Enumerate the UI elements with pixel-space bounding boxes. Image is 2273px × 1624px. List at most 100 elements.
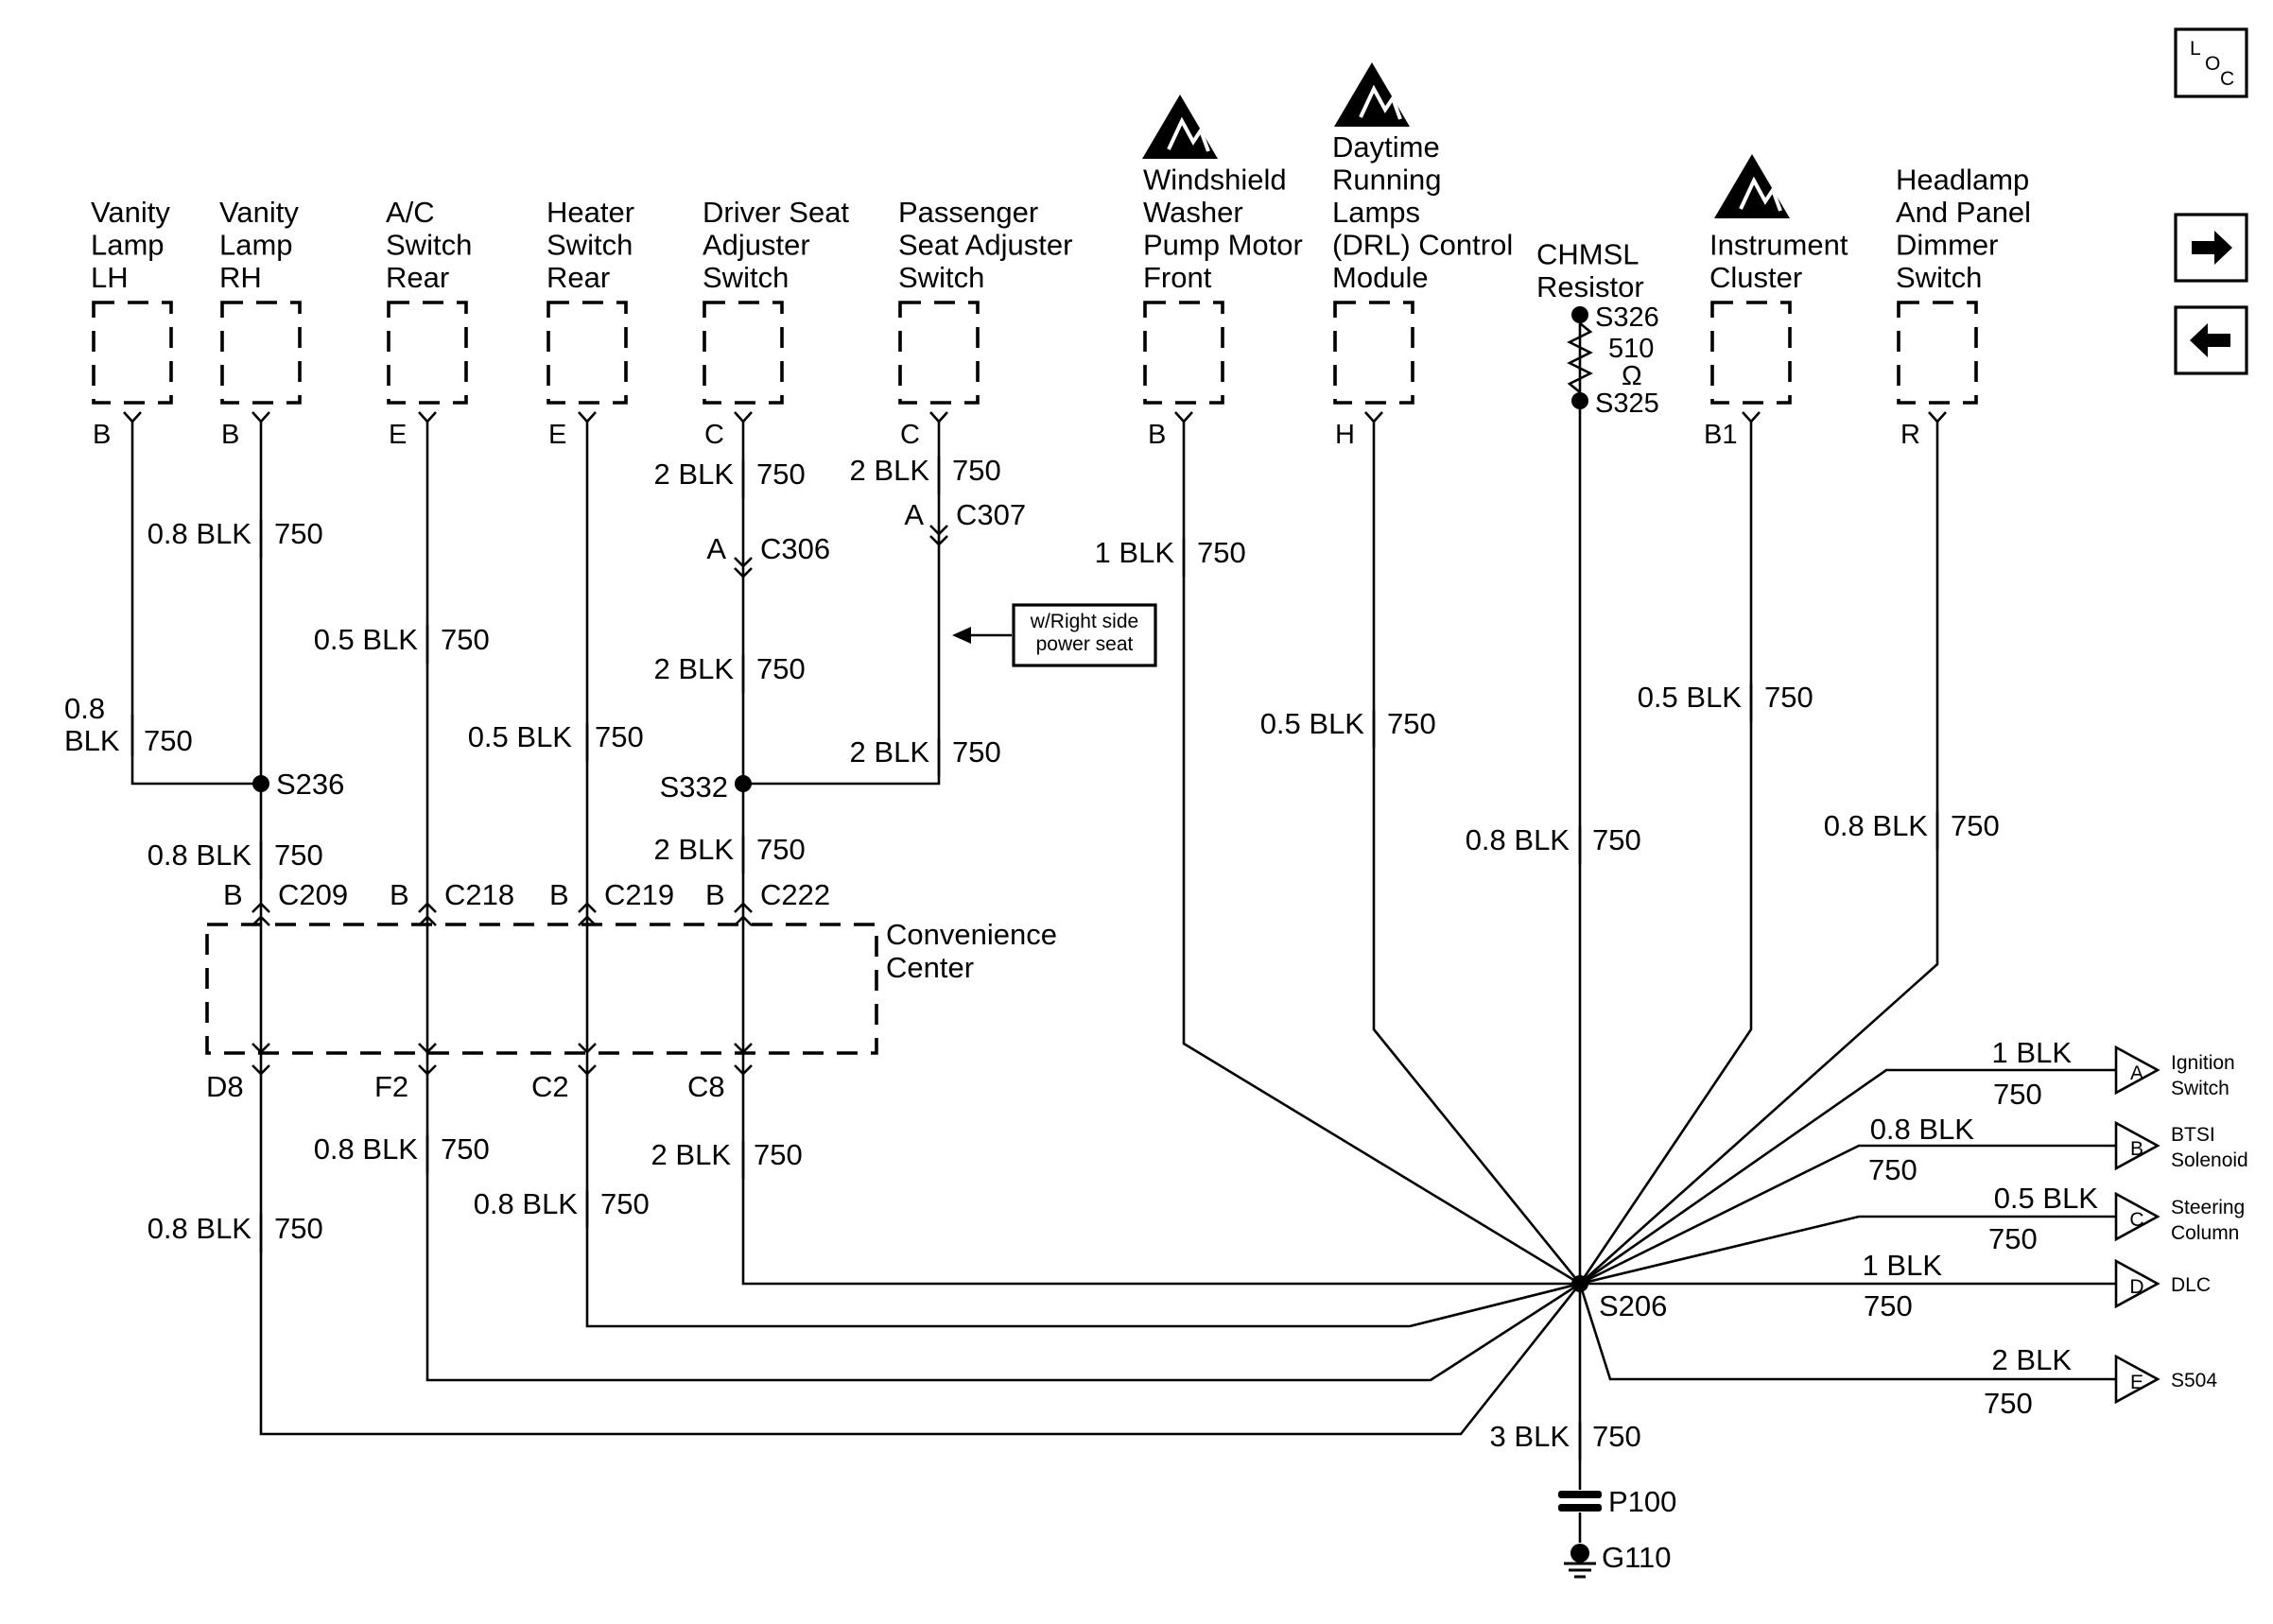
ground-connector-p100: [1558, 1491, 1602, 1512]
svg-text:0.5 BLK: 0.5 BLK: [1994, 1182, 2099, 1215]
svg-text:E: E: [2130, 1372, 2143, 1393]
svg-text:750: 750: [600, 1187, 650, 1220]
prev-page-button[interactable]: [2174, 305, 2248, 375]
svg-text:Steering: Steering: [2171, 1197, 2245, 1218]
component-label-drl-module: Daytime: [1332, 130, 1440, 164]
component-label-vanity-rh: Vanity: [219, 196, 299, 229]
svg-text:750: 750: [441, 1132, 490, 1166]
svg-text:A: A: [2130, 1063, 2143, 1084]
connector-c306-label: C306: [760, 532, 830, 565]
component-label-heater-switch: Switch: [547, 229, 633, 262]
svg-text:0.8 BLK: 0.8 BLK: [474, 1187, 579, 1220]
svg-text:B: B: [2130, 1138, 2143, 1160]
component-label-chmsl: Resistor: [1536, 270, 1644, 303]
component-label-dimmer: Dimmer: [1896, 229, 1999, 262]
svg-text:750: 750: [756, 833, 806, 866]
svg-text:0.5 BLK: 0.5 BLK: [314, 623, 419, 656]
svg-text:0.8 BLK: 0.8 BLK: [1870, 1113, 1975, 1146]
component-label-cluster: Instrument: [1709, 229, 1848, 262]
svg-text:3 BLK: 3 BLK: [1490, 1420, 1570, 1453]
svg-text:2 BLK: 2 BLK: [654, 458, 735, 491]
component-label-washer-pump: Windshield: [1143, 164, 1287, 197]
inline-connector-marks: [734, 525, 948, 579]
arrow-right-icon: [2192, 231, 2232, 265]
svg-text:D: D: [2129, 1276, 2143, 1298]
splice-s206-label: S206: [1599, 1289, 1667, 1322]
output-labels: 1 BLK 750 A Ignition Switch 0.8 BLK 750 …: [1863, 1036, 2248, 1420]
svg-text:BTSI: BTSI: [2171, 1124, 2215, 1146]
svg-text:C: C: [704, 420, 724, 450]
component-pin-labels: B B E E C C B H B1 R: [93, 420, 1920, 450]
component-label-ac-switch: Rear: [386, 261, 449, 294]
svg-text:C: C: [900, 420, 920, 450]
component-label-passenger-seat: Seat Adjuster: [898, 229, 1072, 262]
component-label-heater-switch: Heater: [547, 196, 634, 229]
svg-text:0.5 BLK: 0.5 BLK: [1260, 707, 1365, 740]
svg-text:750: 750: [1197, 536, 1246, 569]
svg-text:BLK: BLK: [64, 724, 120, 757]
component-label-dimmer: Switch: [1896, 261, 1982, 294]
svg-text:2 BLK: 2 BLK: [651, 1138, 732, 1171]
esd-warning-icon: [1142, 95, 1218, 159]
output-terminals: [2114, 1045, 2160, 1405]
component-label-driver-seat: Switch: [703, 261, 789, 294]
component-label-vanity-lh: LH: [91, 261, 129, 294]
component-label-washer-pump: Front: [1143, 261, 1212, 294]
svg-text:B: B: [390, 878, 409, 911]
resistor-symbol: [1567, 321, 1593, 394]
connector-c306-pin: A: [706, 532, 726, 565]
svg-text:750: 750: [952, 735, 1001, 769]
loc-button[interactable]: L O C: [2174, 27, 2248, 98]
svg-text:750: 750: [756, 458, 806, 491]
svg-text:B: B: [705, 878, 725, 911]
svg-text:0.8 BLK: 0.8 BLK: [1824, 809, 1929, 842]
svg-text:750: 750: [1592, 1420, 1641, 1453]
ground-connector-label: P100: [1608, 1485, 1676, 1518]
convenience-center-label: Convenience: [886, 918, 1057, 951]
splice-s326: [1571, 306, 1588, 323]
svg-text:0.8 BLK: 0.8 BLK: [147, 838, 252, 872]
svg-text:1 BLK: 1 BLK: [1992, 1036, 2073, 1069]
component-label-heater-switch: Rear: [547, 261, 610, 294]
svg-text:H: H: [1335, 420, 1355, 450]
svg-text:R: R: [1900, 420, 1920, 450]
component-label-ac-switch: A/C: [386, 196, 435, 229]
svg-text:DLC: DLC: [2171, 1274, 2211, 1296]
component-label-drl-module: Running: [1332, 164, 1441, 197]
svg-text:1 BLK: 1 BLK: [1863, 1249, 1943, 1282]
svg-text:Column: Column: [2171, 1222, 2239, 1244]
svg-text:0.8 BLK: 0.8 BLK: [147, 1212, 252, 1245]
svg-text:C209: C209: [278, 878, 348, 911]
svg-text:750: 750: [1864, 1289, 1913, 1322]
component-labels: VanityLampLHVanityLampRHA/CSwitchRearHea…: [91, 130, 2031, 303]
component-label-ac-switch: Switch: [386, 229, 472, 262]
component-label-vanity-rh: RH: [219, 261, 262, 294]
splice-s332: [735, 775, 752, 792]
splice-s325: [1571, 392, 1588, 409]
svg-text:L: L: [2190, 38, 2201, 60]
svg-text:C218: C218: [444, 878, 514, 911]
svg-text:Switch: Switch: [2171, 1078, 2230, 1099]
svg-text:E: E: [548, 420, 566, 450]
component-label-passenger-seat: Switch: [898, 261, 984, 294]
component-label-chmsl: CHMSL: [1536, 238, 1640, 271]
convenience-center-label: Center: [886, 951, 974, 984]
svg-text:2 BLK: 2 BLK: [850, 735, 930, 769]
svg-text:750: 750: [754, 1138, 803, 1171]
connector-c307-label: C307: [956, 498, 1026, 531]
svg-text:0.8: 0.8: [64, 692, 105, 725]
svg-text:0.8 BLK: 0.8 BLK: [314, 1132, 419, 1166]
resistor-value: 510: [1608, 334, 1654, 364]
cc-pin-c2: C2: [531, 1070, 569, 1103]
svg-text:C: C: [2129, 1209, 2143, 1231]
arrow-left-icon: [2190, 323, 2230, 357]
convenience-center-box: [205, 923, 878, 1055]
svg-text:750: 750: [1868, 1153, 1917, 1186]
svg-text:750: 750: [144, 724, 193, 757]
wires: [130, 315, 2116, 1543]
wire-labels: 0.8 BLK 750 0.8 BLK 750 0.5 BLK 750 0.5 …: [64, 454, 2000, 1453]
svg-text:0.5 BLK: 0.5 BLK: [468, 720, 573, 753]
option-note-line2: power seat: [1036, 633, 1134, 655]
component-label-washer-pump: Pump Motor: [1143, 229, 1303, 262]
next-page-button[interactable]: [2174, 213, 2248, 283]
